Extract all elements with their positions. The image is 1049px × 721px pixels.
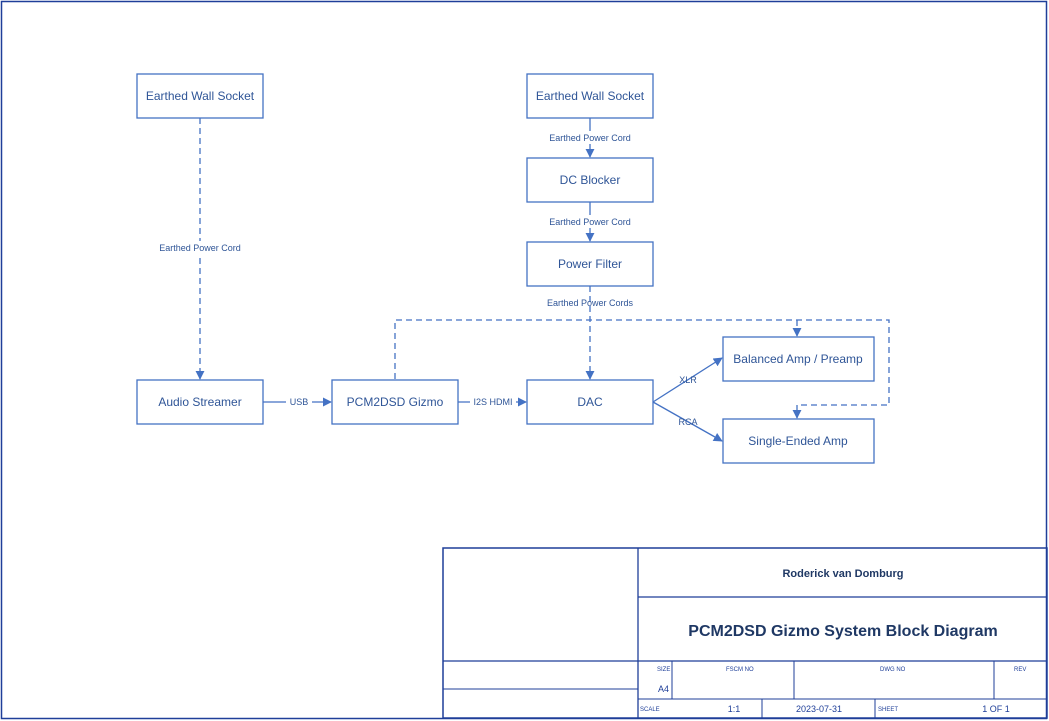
node-label: Single-Ended Amp	[748, 434, 848, 448]
node-label: Audio Streamer	[158, 395, 241, 409]
node-gizmo: PCM2DSD Gizmo	[331, 379, 459, 425]
node-audio-streamer: Audio Streamer	[136, 379, 264, 425]
edge-label-socket-to-dc: Earthed Power Cord	[549, 133, 631, 143]
edge-rca	[652, 401, 723, 442]
edge-label-left-power-cord: Earthed Power Cord	[159, 243, 241, 253]
edge-label-filter-out: Earthed Power Cords	[547, 298, 634, 308]
sheet-label: SHEET	[878, 707, 898, 713]
edge-label-xlr: XLR	[679, 375, 697, 385]
dwg-label: DWG NO	[880, 667, 906, 673]
node-wall-socket-left: Earthed Wall Socket	[136, 73, 264, 119]
date-value: 2023-07-31	[796, 704, 842, 714]
node-single-ended-amp: Single-Ended Amp	[722, 418, 875, 464]
node-dc-blocker: DC Blocker	[526, 157, 654, 203]
sheet-value: 1 OF 1	[982, 704, 1010, 714]
node-label: Balanced Amp / Preamp	[733, 352, 863, 366]
node-label: DC Blocker	[560, 173, 621, 187]
edge-label-rca: RCA	[678, 417, 697, 427]
edge-xlr	[652, 357, 723, 403]
node-balanced-amp: Balanced Amp / Preamp	[722, 336, 875, 382]
node-label: Earthed Wall Socket	[146, 89, 255, 103]
title-block: Roderick van Domburg PCM2DSD Gizmo Syste…	[442, 547, 1048, 719]
edge-power-distribution	[394, 319, 890, 419]
size-label: SIZE	[657, 667, 670, 673]
scale-label: SCALE	[640, 707, 660, 713]
size-value: A4	[658, 684, 669, 694]
node-label: PCM2DSD Gizmo	[347, 395, 444, 409]
node-label: Earthed Wall Socket	[536, 89, 645, 103]
node-power-filter: Power Filter	[526, 241, 654, 287]
node-wall-socket-right: Earthed Wall Socket	[526, 73, 654, 119]
edge-label-dc-to-filter: Earthed Power Cord	[549, 217, 631, 227]
node-label: Power Filter	[558, 257, 622, 271]
edge-label-usb: USB	[290, 397, 309, 407]
edge-label-i2s: I2S HDMI	[473, 397, 512, 407]
diagram-title: PCM2DSD Gizmo System Block Diagram	[688, 623, 997, 640]
scale-value: 1:1	[728, 704, 741, 714]
rev-label: REV	[1014, 667, 1026, 673]
fscm-label: FSCM NO	[726, 667, 754, 673]
author-name: Roderick van Domburg	[782, 568, 903, 580]
node-label: DAC	[577, 395, 603, 409]
node-dac: DAC	[526, 379, 654, 425]
